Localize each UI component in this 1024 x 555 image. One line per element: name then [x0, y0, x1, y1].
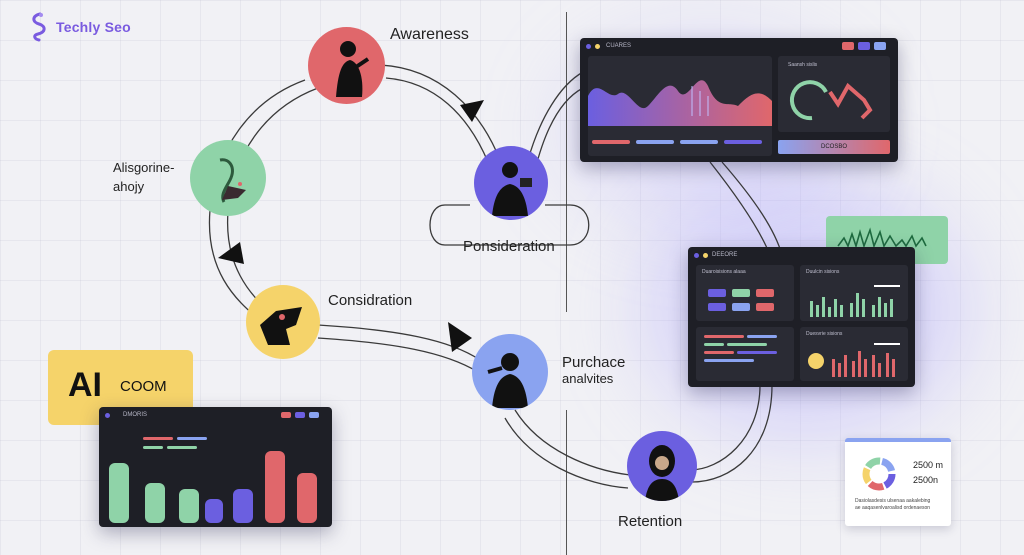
area-legend: [592, 140, 762, 144]
awareness-label: Awareness: [390, 26, 469, 43]
retention-node[interactable]: [627, 431, 697, 501]
dashboard-action-button[interactable]: DCOSBO: [778, 140, 890, 154]
divider-lower: [566, 410, 567, 555]
arrow-icon: [448, 322, 472, 352]
top-dashboard[interactable]: CUARES Saansh sislis DCOSBO: [580, 38, 898, 162]
area-chart: [588, 80, 772, 126]
bar-chart: [109, 451, 317, 523]
person-icon: [492, 162, 532, 216]
arrow-icon: [218, 242, 244, 264]
ponsideration-node[interactable]: [474, 146, 548, 220]
window-controls: [586, 44, 600, 49]
ai-text: AI: [68, 366, 102, 404]
considration-label: Considration: [328, 292, 413, 309]
brand-logo[interactable]: Techly Seo: [28, 12, 131, 42]
window-controls: [105, 413, 110, 418]
stat-caption: Dasiolasdesis ulsenaa aakalebing ae aaqa…: [855, 498, 930, 512]
logo-mark-icon: [32, 12, 46, 42]
stat-card[interactable]: 2500 m 2500n Dasiolasdesis ulsenaa aakal…: [845, 438, 951, 526]
arrow-icon: [460, 100, 484, 122]
stat-caption-line-1: Dasiolasdesis ulsenaa aakalebing: [855, 498, 931, 504]
purchase-label: Purchace analvites: [562, 354, 625, 386]
dashboard-title: DEEORE: [712, 252, 738, 258]
dashboard-title: CUARES: [606, 43, 632, 49]
dashboard-action-label: DCOSBO: [820, 144, 847, 150]
person-icon: [260, 307, 302, 345]
donut-chart-icon: [862, 457, 896, 491]
ai-card-label: COOM: [120, 378, 167, 395]
panel-title: Duulcin sisions: [806, 269, 840, 275]
purchase-label-line-1: Purchace: [562, 354, 626, 371]
list-panel: [696, 327, 794, 381]
stat-value-1: 2500 m: [913, 460, 944, 470]
algorithm-label-line-1: Alisgorine-: [113, 160, 175, 175]
area-chart-panel: [588, 56, 772, 156]
algorithm-label-line-2: ahojy: [113, 179, 145, 194]
list-lines: [704, 335, 777, 362]
person-icon: [487, 353, 528, 408]
dashboard-title: DMORIS: [123, 412, 147, 418]
panel-title: Duesvrie sisions: [806, 331, 843, 337]
purchase-node[interactable]: [472, 334, 548, 410]
gauge-chart: [789, 80, 873, 121]
stat-value-2: 2500n: [913, 475, 939, 485]
person-icon: [219, 158, 246, 203]
toolbar-buttons[interactable]: [842, 42, 886, 50]
person-icon: [336, 41, 370, 97]
ponsideration-label: Ponsideration: [463, 238, 555, 255]
red-bar-chart: [808, 343, 900, 377]
stat-caption-line-2: ae aaqasenlvaroalisd ordenaeson: [855, 505, 931, 511]
bottom-dashboard[interactable]: DMORIS: [99, 407, 332, 527]
red-bars-panel: Duesvrie sisions: [800, 327, 908, 381]
person-icon: [645, 445, 679, 501]
awareness-node[interactable]: [308, 27, 385, 104]
green-bar-chart: [810, 285, 900, 317]
algorithm-node[interactable]: [190, 140, 266, 216]
toolbar-buttons[interactable]: [281, 412, 319, 418]
status-blocks: [708, 289, 774, 311]
legend-rows: [143, 437, 207, 449]
algorithm-label: Alisgorine- ahojy: [113, 158, 174, 196]
mid-dashboard[interactable]: DEEORE Duaroisisions alaaa Duulcin sisio…: [688, 247, 915, 387]
considration-node[interactable]: [246, 285, 320, 359]
green-bars-panel: Duulcin sisions: [800, 265, 908, 321]
gauge-title: Saansh sislis: [788, 62, 818, 68]
status-panel: Duaroisisions alaaa: [696, 265, 794, 321]
waveform-icon: [837, 227, 927, 249]
brand-name: Techly Seo: [56, 19, 131, 35]
panel-title: Duaroisisions alaaa: [702, 269, 746, 275]
gauge-panel: Saansh sislis: [778, 56, 890, 132]
purchase-label-line-2: analvites: [562, 371, 614, 386]
window-controls: [694, 253, 708, 258]
retention-label: Retention: [618, 513, 683, 530]
divider: [566, 12, 567, 312]
